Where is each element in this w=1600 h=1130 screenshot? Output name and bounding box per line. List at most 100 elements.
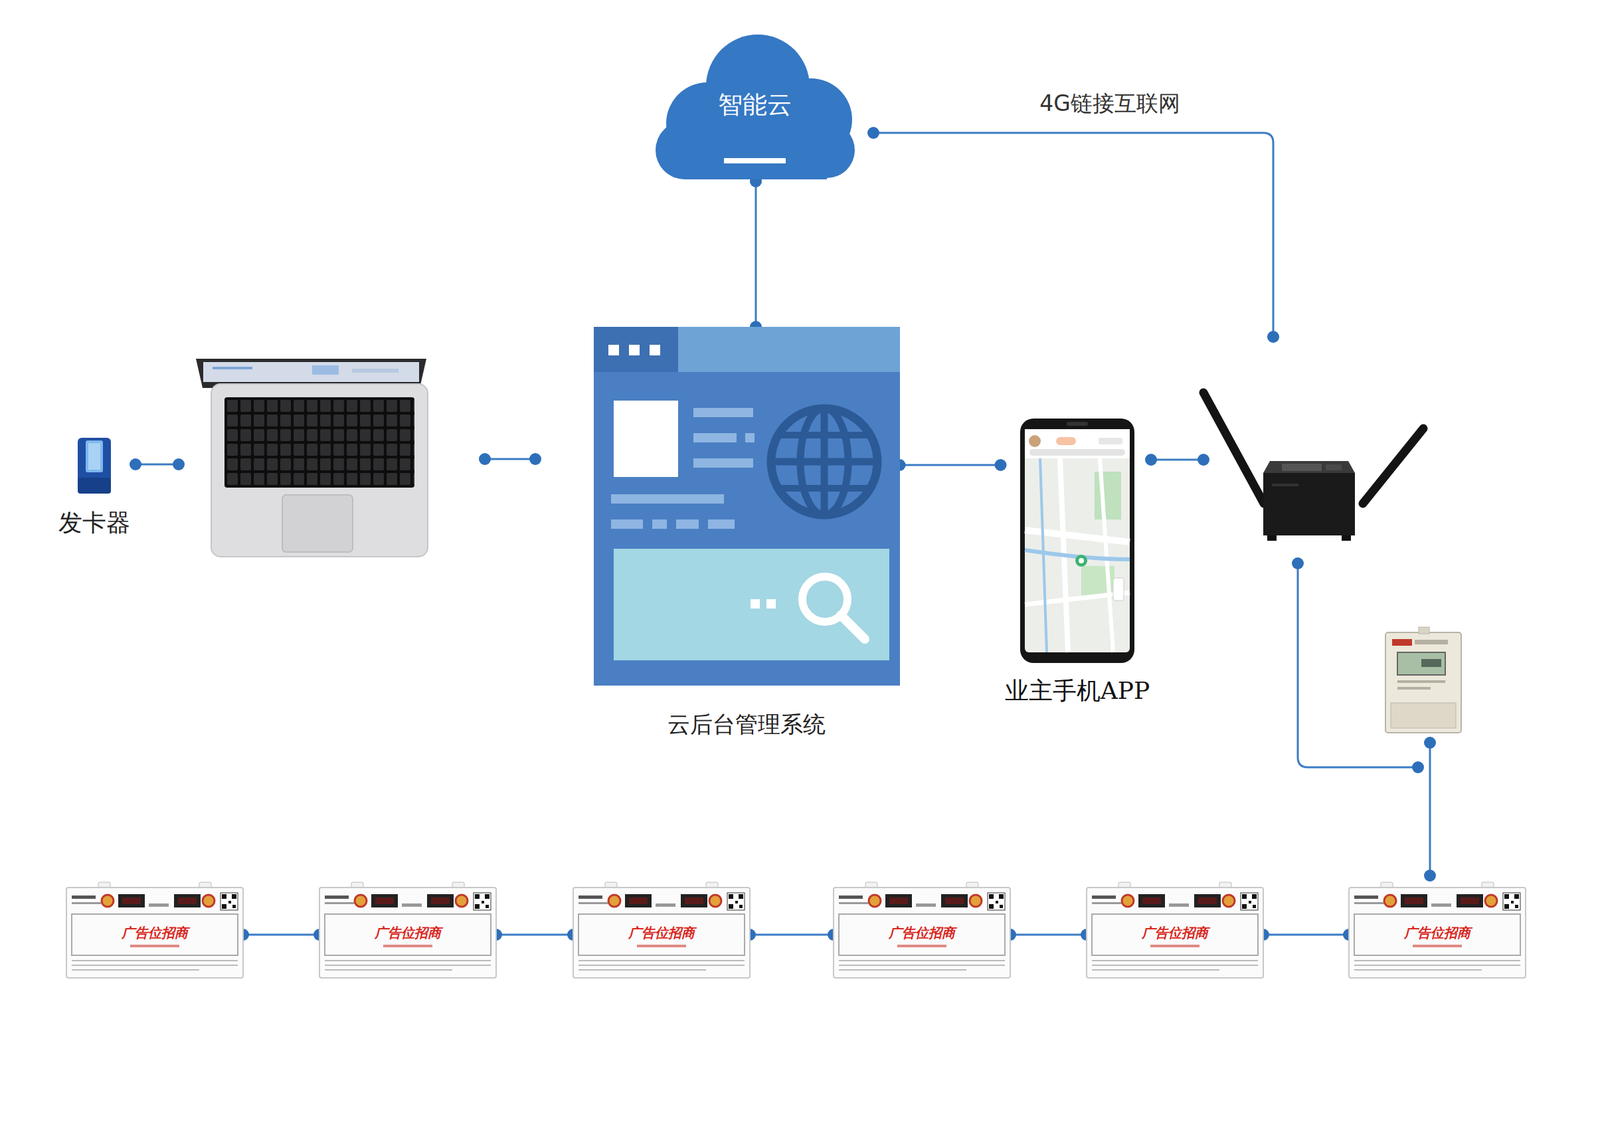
phone-icon	[1028, 435, 1041, 447]
charging-post-shape	[1354, 901, 1384, 904]
router-illustration	[1263, 460, 1355, 473]
charging-post-shape	[148, 903, 169, 907]
charging-post-shape	[473, 892, 491, 910]
laptop-illustration	[195, 358, 428, 557]
wire-dot	[1145, 453, 1157, 466]
charging-post-shape	[1091, 959, 1258, 962]
charging-post-shape	[988, 903, 994, 909]
cloud-shape	[723, 158, 786, 164]
router-illustration	[1263, 472, 1355, 536]
charging-post-shape	[71, 901, 101, 904]
meter-illustration	[1397, 652, 1446, 675]
cloud-shape	[684, 116, 827, 180]
charging-post-shape	[324, 895, 349, 899]
wire-dot	[1412, 761, 1424, 774]
charging-post-shape	[481, 900, 485, 904]
charging-post-shape	[833, 887, 1011, 978]
charging-post-shape	[177, 897, 197, 904]
charging-post-shape	[1150, 944, 1200, 948]
charging-post-shape	[636, 944, 687, 948]
window-icon	[693, 407, 754, 418]
window-icon	[708, 519, 735, 529]
wire	[135, 463, 179, 466]
charging-post-shape	[71, 895, 96, 899]
router-illustration	[1281, 463, 1322, 471]
wire-dot	[129, 126, 1436, 882]
charging-post-shape	[101, 894, 114, 907]
ad-text: 广告位招商	[1404, 923, 1471, 942]
window-icon	[676, 519, 699, 529]
charging-post-shape	[995, 900, 999, 904]
charging-post-shape	[1504, 903, 1510, 909]
charging-post-shape	[1404, 897, 1424, 904]
window-icon	[840, 615, 865, 639]
card-icon	[85, 440, 103, 473]
charging-post-shape	[838, 901, 869, 904]
charging-post-shape	[1514, 893, 1519, 899]
ad-text: 广告位招商	[628, 923, 695, 942]
charging-post-shape	[66, 887, 244, 978]
charging-post-node: 广告位招商	[1348, 887, 1526, 978]
charging-post-node: 广告位招商	[833, 887, 1011, 978]
meter-illustration	[1421, 658, 1442, 667]
wire	[1429, 742, 1432, 876]
charging-post-shape	[1252, 904, 1256, 908]
charging-post-shape	[1504, 893, 1510, 899]
charging-post-node: 广告位招商	[319, 887, 497, 978]
laptop-illustration	[224, 397, 415, 488]
charging-post-shape	[838, 913, 1005, 956]
ad-text: 广告位招商	[888, 923, 956, 942]
charging-post-shape	[1354, 969, 1482, 971]
meter-illustration	[1414, 639, 1448, 645]
charging-post-node: 广告位招商	[66, 887, 244, 978]
label-holder: 4G链接互联网	[1036, 90, 1183, 117]
charging-post-shape	[838, 895, 863, 899]
wire-dot	[1291, 557, 1304, 570]
window-icon	[608, 344, 620, 356]
phone-icon	[1020, 418, 1135, 663]
wire	[135, 132, 1430, 876]
node-label: 智能云	[717, 88, 792, 121]
charging-post-shape	[174, 893, 201, 908]
charging-post-shape	[988, 893, 994, 899]
node-label: 云后台管理系统	[667, 710, 826, 738]
meter-illustration	[1385, 632, 1462, 733]
charging-post-shape	[969, 894, 982, 907]
charging-post-shape	[202, 894, 215, 907]
window-icon	[693, 458, 754, 468]
connector-line	[496, 933, 574, 936]
charging-post-node: 广告位招商	[1086, 887, 1264, 978]
charging-post-shape	[484, 893, 490, 899]
wire	[1297, 563, 1419, 768]
window-icon	[649, 344, 661, 356]
charging-post-shape	[71, 913, 238, 956]
charging-post-shape	[709, 894, 722, 907]
connector-line	[899, 464, 1001, 467]
charging-post-shape	[578, 969, 707, 971]
charging-post-shape	[1242, 893, 1247, 899]
phone-icon	[1056, 437, 1076, 445]
window-icon	[766, 599, 776, 609]
charging-post-shape	[838, 969, 967, 971]
charging-post-shape	[655, 903, 676, 907]
window-icon	[611, 519, 643, 529]
cloud-node: 智能云	[652, 30, 857, 182]
charging-post-shape	[1511, 900, 1514, 904]
charging-post-shape	[1086, 887, 1264, 978]
window-icon	[745, 433, 755, 443]
charging-post-shape	[1248, 900, 1252, 904]
charging-post-shape	[71, 964, 238, 966]
charging-post-shape	[1431, 903, 1452, 907]
charging-post-shape	[1091, 969, 1220, 971]
charging-post-shape	[122, 897, 141, 904]
window-icon	[613, 548, 890, 661]
phone-app-node: 业主手机APP	[1000, 418, 1155, 705]
charging-post-shape	[897, 944, 947, 948]
node-label: 业主手机APP	[1004, 676, 1150, 705]
charging-post-shape	[1121, 894, 1134, 907]
charging-post-shape	[728, 893, 734, 899]
window-icon	[611, 494, 724, 504]
phone-icon	[1078, 557, 1084, 564]
window-icon	[778, 484, 871, 492]
